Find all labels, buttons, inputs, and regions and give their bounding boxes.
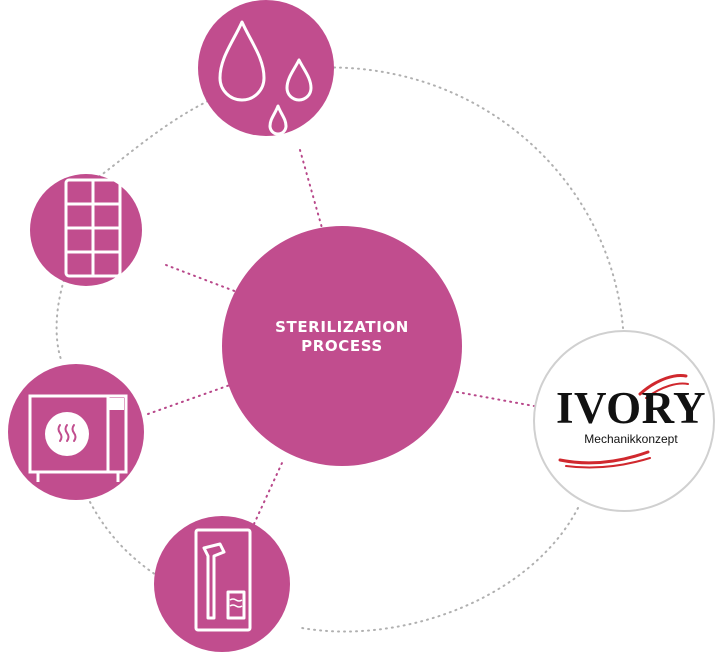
brand-swoosh-icon: [558, 374, 689, 469]
node-tray: [30, 174, 142, 286]
brand-logo-tagline: Mechanikkonzept: [584, 432, 678, 446]
node-autoclave: [8, 364, 144, 500]
autoclave-steam-icon: [28, 394, 128, 482]
spoke-handpiece: [253, 462, 283, 525]
node-brand: [533, 330, 715, 512]
spoke-tray: [165, 264, 238, 293]
handpiece-in-pouch-icon: [194, 528, 252, 632]
storage-tray-grid-icon: [64, 178, 122, 278]
water-drops-icon: [218, 20, 313, 136]
spoke-water: [299, 149, 323, 229]
node-handpiece: [154, 516, 290, 652]
node-water: [198, 0, 334, 136]
brand-logo-wordmark: IVORY: [556, 383, 707, 433]
center-title-line2: PROCESS: [301, 337, 383, 355]
spoke-brand: [456, 391, 535, 407]
orbit-connector: [55, 66, 624, 633]
spoke-autoclave: [147, 384, 231, 415]
center-title-line1: STERILIZATION: [275, 318, 409, 336]
center-title: STERILIZATION PROCESS: [222, 318, 462, 356]
center-hub: [222, 226, 462, 466]
spoke-connectors: [147, 149, 535, 525]
